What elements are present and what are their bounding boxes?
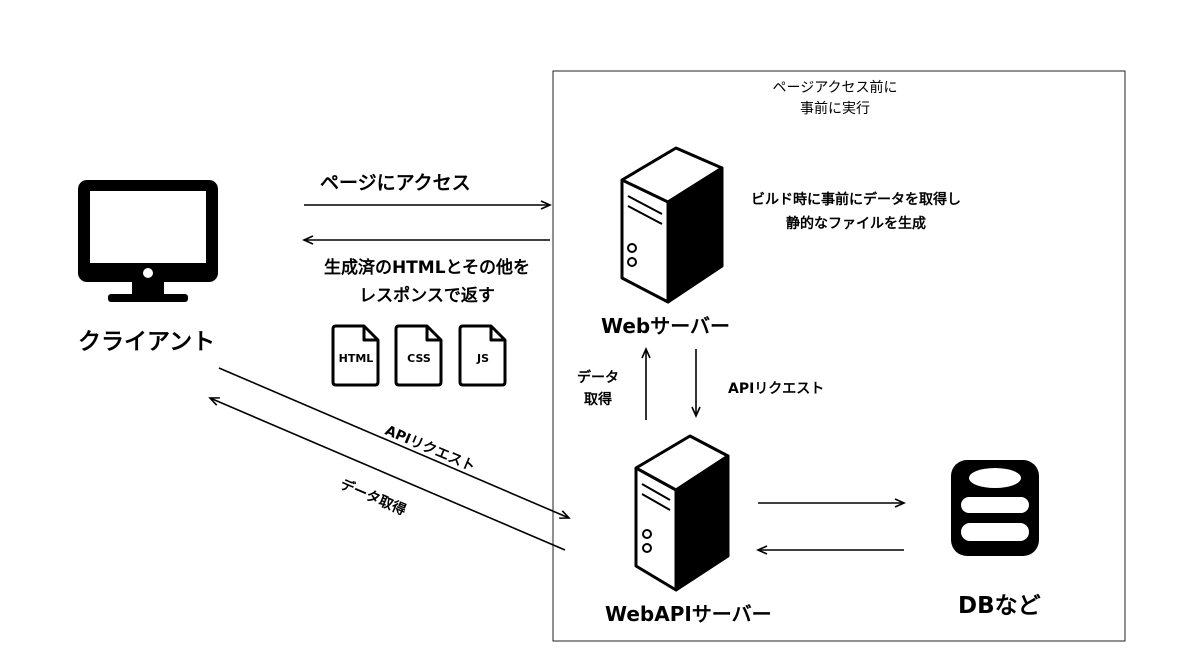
js-file-icon [458,324,507,387]
database-icon [951,460,1039,556]
webapi-server-label: WebAPIサーバー [605,602,772,626]
response-line1: 生成済のHTMLとその他を [323,258,531,278]
data-fetch-diag-arrow [208,397,566,551]
html-file-label: HTML [338,352,374,365]
api-request-diag-arrow [218,367,571,519]
html-file-icon [331,324,380,387]
box-note-line2: 事前に実行 [800,101,870,117]
build-line1: ビルド時に事前にデータを取得し [751,192,961,208]
css-file-label: CSS [407,352,431,365]
client-monitor-icon [78,180,218,302]
access-label: ページにアクセス [320,172,471,194]
web-server-icon [620,146,724,304]
server-side-box [552,70,1126,642]
webapi-server-icon [634,434,730,592]
web-server-label: Webサーバー [601,314,731,338]
data-fetch-line1: データ [577,370,619,386]
css-file-icon [394,324,443,387]
db-label: DBなど [958,593,1041,619]
build-line2: 静的なファイルを生成 [786,216,926,232]
data-fetch-label: データ 取得 [566,367,630,411]
box-note-line1: ページアクセス前に [772,80,898,96]
client-label: クライアント [78,329,216,355]
response-line2: レスポンスで返す [359,286,495,306]
js-file-label: JS [476,352,489,365]
box-note: ページアクセス前に 事前に実行 [735,78,935,120]
data-fetch-line2: 取得 [584,392,612,408]
response-label: 生成済のHTMLとその他を レスポンスで返す [300,254,554,310]
api-request-right-label: APIリクエスト [728,381,825,397]
build-note: ビルド時に事前にデータを取得し 静的なファイルを生成 [724,188,988,236]
